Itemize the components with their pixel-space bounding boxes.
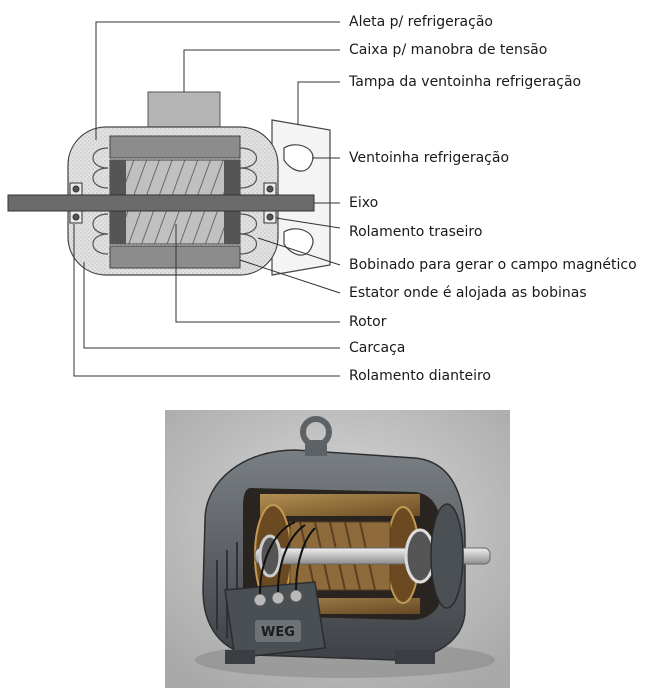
front-bearings xyxy=(69,182,83,224)
winding-loops-left xyxy=(92,147,109,255)
label-bobinado: Bobinado para gerar o campo magnético xyxy=(349,257,637,273)
leader-rolamento-traseiro xyxy=(275,217,341,229)
motor-cutaway-diagram: Aleta p/ refrigeração Caixa p/ manobra d… xyxy=(7,14,637,384)
shaft xyxy=(7,194,315,212)
label-rotor: Rotor xyxy=(349,314,387,330)
label-aleta: Aleta p/ refrigeração xyxy=(349,14,493,30)
stator-top xyxy=(109,135,241,159)
rear-bearings xyxy=(263,182,277,224)
leader-bobinado xyxy=(257,237,341,266)
leader-lines xyxy=(73,21,341,377)
label-rolamento-dianteiro: Rolamento dianteiro xyxy=(349,368,491,384)
leader-tampa xyxy=(297,81,340,125)
label-ventoinha: Ventoinha refrigeração xyxy=(349,150,509,166)
leader-rolamento-dianteiro xyxy=(73,224,340,377)
leader-carcaca xyxy=(83,262,340,349)
photo-brand-logo: WEG xyxy=(261,625,295,640)
leader-caixa xyxy=(183,49,340,92)
winding-loops-right xyxy=(239,147,258,255)
label-estator: Estator onde é alojada as bobinas xyxy=(349,285,587,301)
leader-aleta xyxy=(95,21,340,140)
label-carcaca: Carcaça xyxy=(349,340,405,356)
leader-rotor xyxy=(175,224,340,323)
label-eixo: Eixo xyxy=(349,195,378,211)
photo-lifting-eye xyxy=(300,416,332,456)
label-rolamento-traseiro: Rolamento traseiro xyxy=(349,224,482,240)
label-tampa: Tampa da ventoinha refrigeração xyxy=(348,74,581,90)
motor-cutaway-photo: WEG xyxy=(165,410,510,688)
leader-estator xyxy=(239,259,341,294)
stator-bottom xyxy=(109,245,241,269)
label-caixa: Caixa p/ manobra de tensão xyxy=(349,42,547,58)
photo-stator xyxy=(260,494,420,516)
terminal-box xyxy=(147,91,221,129)
